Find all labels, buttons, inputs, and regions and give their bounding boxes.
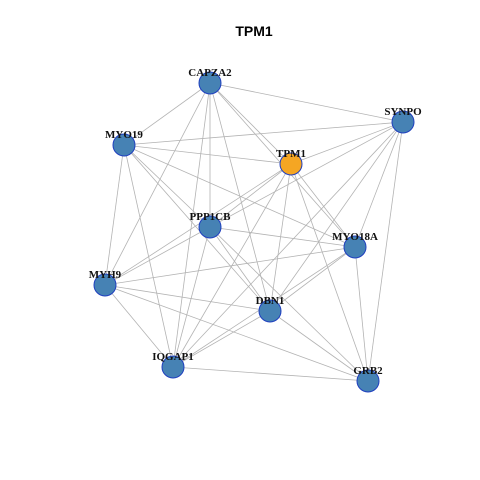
edge-myo19-dbn1 xyxy=(123,144,271,312)
node-label-iqgap1: IQGAP1 xyxy=(152,351,194,363)
node-circle-ppp1cb xyxy=(198,215,222,239)
edge-iqgap1-grb2 xyxy=(172,366,369,382)
edge-dbn1-iqgap1 xyxy=(172,310,271,368)
node-label-grb2: GRB2 xyxy=(353,365,383,377)
node-label-capza2: CAPZA2 xyxy=(188,67,232,79)
edge-tpm1-dbn1 xyxy=(269,163,292,312)
node-circle-capza2 xyxy=(198,71,222,95)
node-myo19: MYO19 xyxy=(105,129,143,157)
node-myo18a: MYO18A xyxy=(332,231,378,259)
node-label-myo18a: MYO18A xyxy=(332,231,378,243)
edge-synpo-myo18a xyxy=(354,121,404,248)
node-myh9: MYH9 xyxy=(89,269,122,297)
node-synpo: SYNPO xyxy=(384,106,422,134)
node-label-myh9: MYH9 xyxy=(89,269,122,281)
edge-capza2-myo19 xyxy=(123,82,211,146)
edge-synpo-tpm1 xyxy=(290,121,404,165)
node-label-myo19: MYO19 xyxy=(105,129,143,141)
node-label-ppp1cb: PPP1CB xyxy=(190,211,232,223)
edge-capza2-tpm1 xyxy=(209,82,292,165)
edge-synpo-myo19 xyxy=(123,121,404,146)
node-label-synpo: SYNPO xyxy=(384,106,422,118)
edge-myh9-iqgap1 xyxy=(104,284,174,368)
edge-tpm1-myo18a xyxy=(290,163,356,248)
edge-capza2-iqgap1 xyxy=(172,82,211,368)
diagram-title: TPM1 xyxy=(235,23,273,39)
edge-myo18a-dbn1 xyxy=(269,246,356,312)
node-tpm1: TPM1 xyxy=(276,148,306,176)
edge-tpm1-grb2 xyxy=(290,163,369,382)
edge-ppp1cb-myo18a xyxy=(209,226,356,248)
node-circle-synpo xyxy=(391,110,415,134)
edge-myh9-grb2 xyxy=(104,284,369,382)
edge-myo19-iqgap1 xyxy=(123,144,174,368)
edge-ppp1cb-myh9 xyxy=(104,226,211,286)
edge-myo18a-myh9 xyxy=(104,246,356,286)
node-grb2: GRB2 xyxy=(353,365,383,393)
node-capza2: CAPZA2 xyxy=(188,67,232,95)
node-dbn1: DBN1 xyxy=(256,295,285,323)
edge-myo18a-grb2 xyxy=(354,246,369,382)
node-circle-grb2 xyxy=(356,369,380,393)
edge-myh9-dbn1 xyxy=(104,284,271,312)
node-circle-myo18a xyxy=(343,235,367,259)
node-circle-iqgap1 xyxy=(161,355,185,379)
edge-dbn1-grb2 xyxy=(269,310,369,382)
edge-tpm1-myh9 xyxy=(104,163,292,286)
edge-synpo-iqgap1 xyxy=(172,121,404,368)
edge-myo19-myo18a xyxy=(123,144,356,248)
node-label-tpm1: TPM1 xyxy=(276,148,306,160)
node-circle-dbn1 xyxy=(258,299,282,323)
edge-synpo-ppp1cb xyxy=(209,121,404,228)
edge-layer xyxy=(104,82,404,382)
edge-capza2-synpo xyxy=(209,82,404,123)
edge-myo19-ppp1cb xyxy=(123,144,211,228)
edge-synpo-dbn1 xyxy=(269,121,404,312)
edge-tpm1-ppp1cb xyxy=(209,163,292,228)
edge-capza2-myh9 xyxy=(104,82,211,286)
node-circle-myo19 xyxy=(112,133,136,157)
edge-ppp1cb-dbn1 xyxy=(209,226,271,312)
edge-ppp1cb-grb2 xyxy=(209,226,369,382)
edge-myo19-tpm1 xyxy=(123,144,292,165)
node-iqgap1: IQGAP1 xyxy=(152,351,194,379)
node-circle-tpm1 xyxy=(279,152,303,176)
node-label-dbn1: DBN1 xyxy=(256,295,285,307)
edge-myo19-myh9 xyxy=(104,144,125,286)
node-circle-myh9 xyxy=(93,273,117,297)
edge-synpo-grb2 xyxy=(367,121,404,382)
edge-ppp1cb-iqgap1 xyxy=(172,226,211,368)
node-ppp1cb: PPP1CB xyxy=(190,211,232,239)
